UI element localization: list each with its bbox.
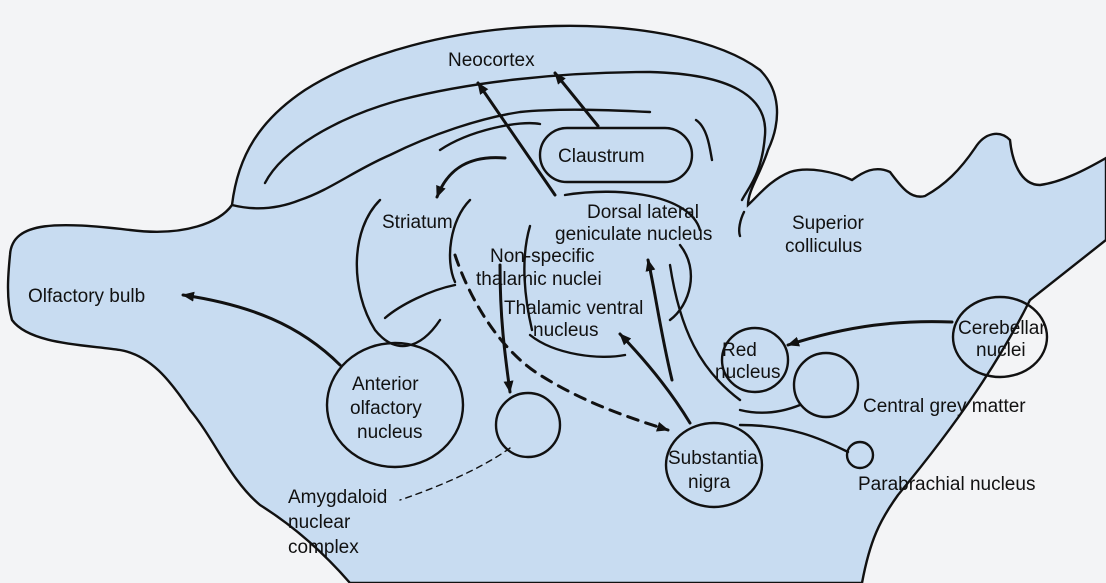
label-thalamic-ventral-nucleus: nucleus	[533, 320, 599, 341]
thalamus-lower-arc	[528, 333, 627, 358]
label-anterior-olfactory-nucleus: nucleus	[357, 422, 423, 443]
thalamus-right-arc	[668, 243, 693, 322]
parabrachial-nucleus-shape	[845, 440, 875, 470]
arrow-nonspecific-to-striatum	[435, 156, 507, 199]
label-red: Red	[722, 340, 757, 361]
label-cerebellar: Cerebellar	[958, 318, 1046, 339]
arrow-cerebellar-to-red-nucleus	[786, 320, 954, 347]
amygdaloid-leader-line	[399, 447, 511, 501]
arrow-nigra-to-thalamic-ventral	[618, 332, 692, 425]
label-olfactory-bulb: Olfactory bulb	[28, 286, 145, 307]
label-anterior: Anterior	[352, 374, 419, 395]
thalamus-inner-arc	[523, 224, 534, 332]
label-amygdaloid-nuclear: nuclear	[288, 512, 351, 533]
arrow-dlgn-to-neocortex	[476, 81, 557, 197]
label-superior: Superior	[792, 213, 864, 234]
label-non-specific: Non-specific	[490, 246, 595, 267]
label-red-nucleus: nucleus	[715, 362, 781, 383]
anterior-olfactory-nucleus-shape	[325, 341, 465, 469]
dashed-arrow-striatum-to-nigra	[453, 253, 670, 432]
label-neocortex: Neocortex	[448, 50, 535, 71]
midbrain-line	[738, 210, 746, 238]
striatum-cross-line	[383, 283, 457, 320]
substantia-nigra-shape	[664, 421, 764, 509]
amygdaloid-nucleus-shape	[494, 391, 562, 459]
label-striatum: Striatum	[382, 212, 453, 233]
label-thalamic-ventral: Thalamic ventral	[504, 298, 643, 319]
central-grey-connector	[738, 403, 802, 414]
label-parabrachial-nucleus: Parabrachial nucleus	[858, 474, 1035, 495]
cortex-inner-outline	[263, 70, 767, 202]
label-geniculate-nucleus: geniculate nucleus	[555, 224, 712, 245]
parabrachial-connector	[738, 423, 850, 454]
arrow-to-amygdala	[498, 263, 514, 394]
cortex-boundary-line	[230, 108, 652, 210]
label-nigra: nigra	[688, 472, 731, 493]
label-central-grey-matter: Central grey matter	[863, 396, 1026, 417]
label-thalamic-nuclei: thalamic nuclei	[476, 269, 602, 290]
arrow-to-dlgn	[645, 258, 674, 382]
pontine-line	[668, 263, 742, 402]
striatum-outline	[355, 198, 442, 348]
label-substantia: Substantia	[668, 448, 758, 469]
cerebellar-nuclei-shape	[951, 295, 1049, 379]
label-claustrum: Claustrum	[558, 146, 645, 167]
striatum-inner-arc	[448, 198, 472, 284]
label-amygdaloid: Amygdaloid	[288, 487, 387, 508]
label-olfactory: olfactory	[350, 398, 422, 419]
ventricle-line	[438, 121, 542, 152]
central-grey-matter-shape	[792, 351, 860, 419]
arrow-anterior-olfactory-to-bulb	[181, 291, 342, 367]
arrow-claustrum-to-neocortex	[553, 71, 600, 128]
red-nucleus-shape	[720, 326, 790, 394]
claustrum-shape	[538, 126, 694, 184]
label-colliculus: colliculus	[785, 236, 862, 257]
label-dorsal-lateral: Dorsal lateral	[587, 202, 699, 223]
cortex-boundary-line-2	[694, 118, 714, 162]
label-cerebellar-nuclei: nuclei	[976, 340, 1026, 361]
thalamus-outline	[563, 190, 702, 232]
label-amygdaloid-complex: complex	[288, 537, 359, 558]
